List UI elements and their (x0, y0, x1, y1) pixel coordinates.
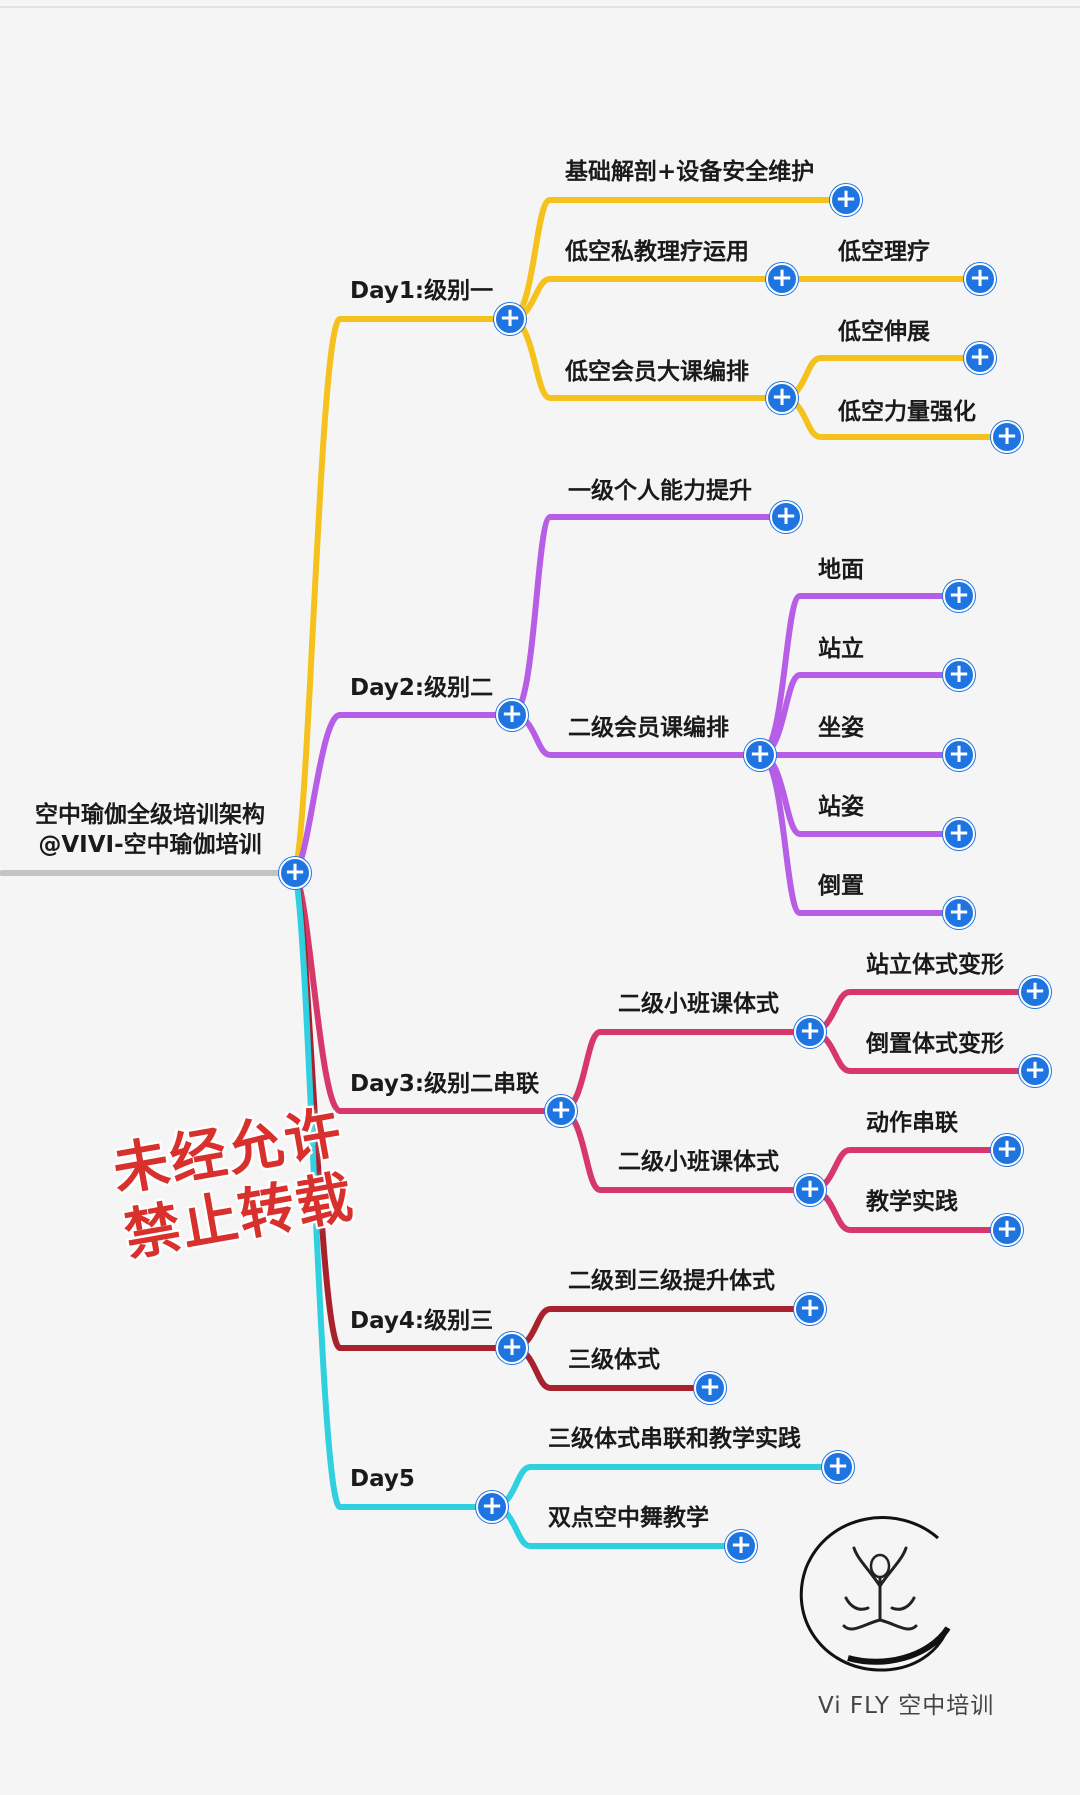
expand-icon-day3-small-class-b[interactable]: + (794, 1174, 826, 1206)
day3-item-small-class-a[interactable]: 二级小班课体式 (618, 991, 779, 1017)
expand-icon-root[interactable]: + (279, 857, 311, 889)
expand-icon-day2-inversion[interactable]: + (943, 897, 975, 929)
day2-item-ground[interactable]: 地面 (818, 557, 864, 583)
expand-icon-day2-stance[interactable]: + (943, 818, 975, 850)
day3-item-standing-variation[interactable]: 站立体式变形 (866, 952, 1004, 978)
expand-icon-day4[interactable]: + (496, 1332, 528, 1364)
day3-link-sequencing (807, 1147, 1010, 1193)
day5-trunk (292, 870, 495, 1510)
day3-item-inversion-variation[interactable]: 倒置体式变形 (866, 1031, 1004, 1057)
expand-icon-day4-level-up[interactable]: + (794, 1293, 826, 1325)
expand-icon-day2-personal-skill[interactable]: + (770, 501, 802, 533)
day2-item-seated[interactable]: 坐姿 (818, 715, 864, 741)
day2-link-personal (509, 514, 789, 718)
expand-icon-day1-low-therapy[interactable]: + (964, 263, 996, 295)
expand-icon-day3[interactable]: + (545, 1095, 577, 1127)
day1-item-group-class[interactable]: 低空会员大课编排 (565, 359, 749, 385)
day4-item-level3-poses[interactable]: 三级体式 (568, 1347, 660, 1373)
day5-item-level3-sequencing[interactable]: 三级体式串联和教学实践 (548, 1426, 801, 1452)
root-title: 空中瑜伽全级培训架构 (35, 802, 265, 828)
day1-link-stretch (779, 355, 983, 401)
day4-label[interactable]: Day4:级别三 (350, 1308, 494, 1334)
expand-icon-day3-teaching-practice[interactable]: + (991, 1214, 1023, 1246)
top-divider (0, 6, 1080, 8)
day2-item-inversion[interactable]: 倒置 (818, 873, 864, 899)
expand-icon-day2-seated[interactable]: + (943, 739, 975, 771)
expand-icon-day3-standing-variation[interactable]: + (1019, 976, 1051, 1008)
day2-item-personal-skill[interactable]: 一级个人能力提升 (568, 478, 752, 504)
expand-icon-day2-standing[interactable]: + (943, 659, 975, 691)
expand-icon-day1-private-therapy[interactable]: + (766, 263, 798, 295)
logo-text: Vi FLY 空中培训 (818, 1693, 995, 1719)
day3-link-class-a (558, 1029, 813, 1114)
day5-item-double-point-dance[interactable]: 双点空中舞教学 (548, 1505, 709, 1531)
expand-icon-day3-sequencing[interactable]: + (991, 1134, 1023, 1166)
day1-item-private-therapy[interactable]: 低空私教理疗运用 (565, 239, 749, 265)
expand-icon-day2-ground[interactable]: + (943, 580, 975, 612)
expand-icon-day1-low-strength[interactable]: + (991, 421, 1023, 453)
day3-item-sequencing[interactable]: 动作串联 (866, 1110, 958, 1136)
day2-trunk (292, 712, 515, 876)
expand-icon-day2[interactable]: + (496, 699, 528, 731)
expand-icon-day1-group-class[interactable]: + (766, 382, 798, 414)
day1-item-low-therapy[interactable]: 低空理疗 (838, 239, 930, 265)
yoga-logo-icon (799, 1516, 951, 1672)
day1-trunk (292, 316, 513, 876)
day3-label[interactable]: Day3:级别二串联 (350, 1071, 540, 1097)
expand-icon-day5-double-point-dance[interactable]: + (725, 1530, 757, 1562)
root-topic[interactable]: 空中瑜伽全级培训架构 @VIVI-空中瑜伽培训 (10, 800, 290, 860)
day5-label[interactable]: Day5 (350, 1466, 415, 1492)
day1-item-low-stretch[interactable]: 低空伸展 (838, 319, 930, 345)
day3-item-teaching-practice[interactable]: 教学实践 (866, 1189, 958, 1215)
expand-icon-day5-level3-sequencing[interactable]: + (822, 1451, 854, 1483)
day2-label[interactable]: Day2:级别二 (350, 675, 494, 701)
day1-item-anatomy[interactable]: 基础解剖+设备安全维护 (565, 159, 815, 185)
expand-icon-day1-anatomy[interactable]: + (830, 184, 862, 216)
day4-link-level-up (509, 1306, 813, 1351)
day2-item-stance[interactable]: 站姿 (818, 794, 864, 820)
expand-icon-day1[interactable]: + (494, 303, 526, 335)
expand-icon-day4-level3-poses[interactable]: + (694, 1372, 726, 1404)
root-subtitle: @VIVI-空中瑜伽培训 (38, 832, 262, 858)
expand-icon-day2-member-class[interactable]: + (744, 739, 776, 771)
expand-icon-day5[interactable]: + (476, 1491, 508, 1523)
expand-icon-day3-small-class-a[interactable]: + (794, 1016, 826, 1048)
day2-item-standing[interactable]: 站立 (818, 636, 864, 662)
day1-item-low-strength[interactable]: 低空力量强化 (838, 399, 976, 425)
day2-item-member-class[interactable]: 二级会员课编排 (568, 715, 729, 741)
day3-link-standing-var (807, 989, 1038, 1035)
expand-icon-day1-low-stretch[interactable]: + (964, 342, 996, 374)
day3-item-small-class-b[interactable]: 二级小班课体式 (618, 1149, 779, 1175)
day5-link-sequencing (489, 1464, 841, 1510)
day1-link-private (507, 276, 785, 322)
day4-item-level-up[interactable]: 二级到三级提升体式 (568, 1268, 775, 1294)
expand-icon-day3-inversion-variation[interactable]: + (1019, 1055, 1051, 1087)
day1-label[interactable]: Day1:级别一 (350, 278, 494, 304)
